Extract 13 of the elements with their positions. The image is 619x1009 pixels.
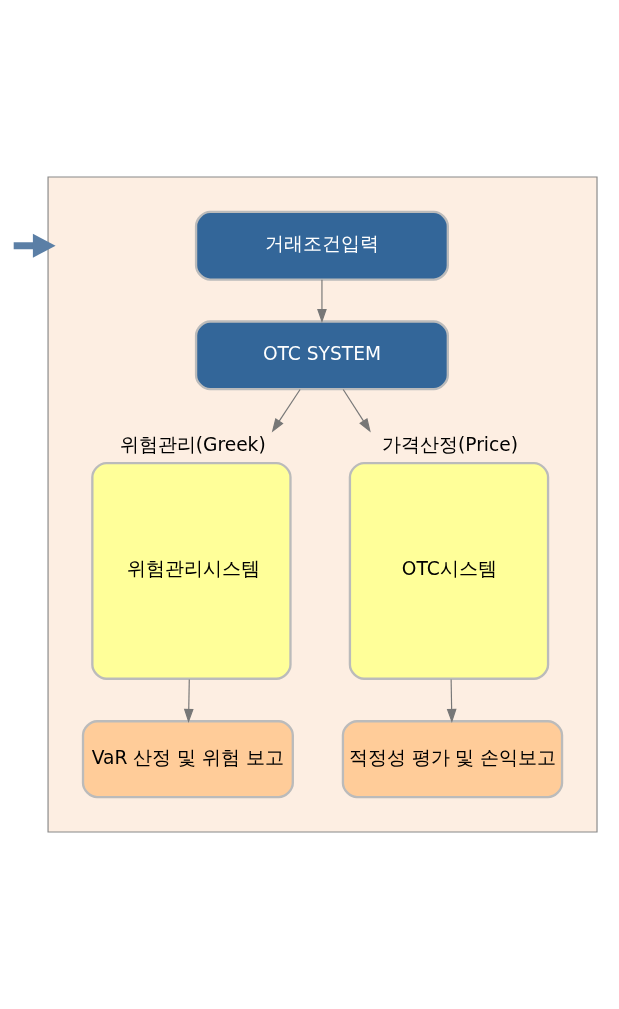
arrow [317, 279, 327, 323]
arrow [183, 678, 194, 723]
node-box: 적정성 평가 및 손익보고 [341, 720, 564, 799]
arrow [446, 678, 457, 723]
node-box: OTC SYSTEM [194, 320, 449, 391]
node-box: 거래조건입력 [194, 210, 449, 281]
arrow [13, 233, 56, 258]
node-box: VaR 산정 및 위험 보고 [81, 720, 294, 799]
node-label: 가격산정(Price) [381, 434, 518, 456]
arrow [342, 388, 371, 433]
node-label: 위험관리(Greek) [119, 434, 266, 456]
cluster [47, 176, 598, 833]
arrow [271, 388, 301, 433]
